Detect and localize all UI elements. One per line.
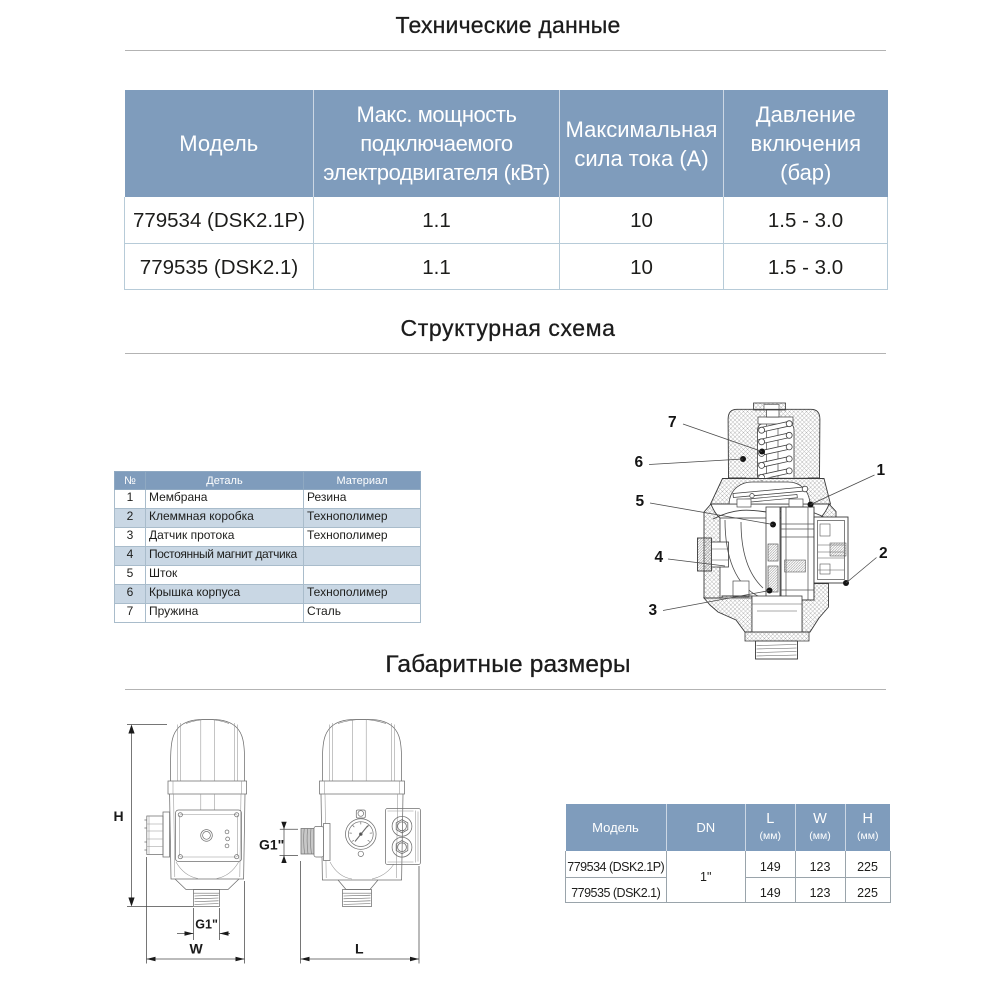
svg-text:L: L: [355, 941, 364, 957]
svg-text:3: 3: [649, 602, 658, 619]
svg-text:1: 1: [877, 462, 886, 479]
svg-text:4: 4: [655, 549, 664, 566]
svg-text:W: W: [190, 941, 204, 957]
svg-text:6: 6: [635, 454, 644, 471]
svg-text:7: 7: [668, 414, 677, 431]
svg-text:2: 2: [879, 545, 888, 562]
svg-text:5: 5: [636, 493, 645, 510]
svg-text:G1": G1": [195, 918, 218, 932]
svg-text:H: H: [114, 808, 124, 824]
svg-text:G1": G1": [259, 837, 284, 853]
